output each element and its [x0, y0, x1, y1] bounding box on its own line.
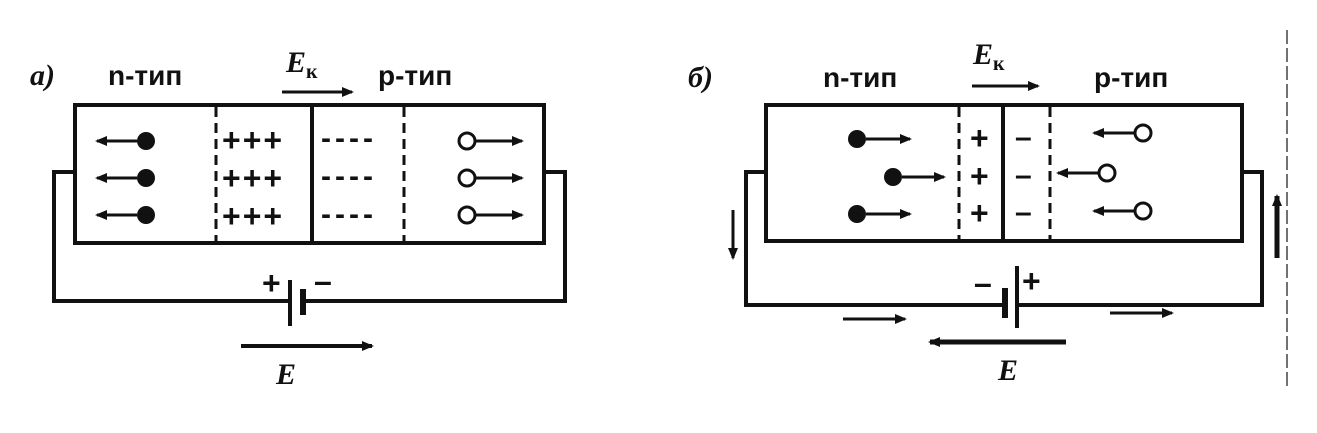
panel-a-p-type-label: p-тип	[378, 60, 452, 91]
panel-b: б) n-тип p-тип Eк + + + – – –	[688, 38, 1282, 387]
panel-a-e-label: E	[275, 358, 296, 391]
panel-b-n-type-label: n-тип	[823, 62, 897, 93]
electron	[848, 205, 866, 223]
panel-b-positive-ions: + + +	[970, 120, 989, 231]
panel-b-p-type-label: p-тип	[1094, 62, 1168, 93]
panel-b-wire-right	[1017, 170, 1264, 307]
panel-a: а) n-тип p-тип Eк +++ +++ +++ ---- ----	[30, 46, 567, 391]
battery-plus-sign: +	[1022, 263, 1041, 299]
panel-a-electrons	[95, 132, 155, 224]
panel-a-wire-right	[302, 170, 567, 303]
panel-b-electrons	[848, 130, 946, 223]
electron	[137, 206, 155, 224]
negative-ion-row: ----	[321, 198, 377, 231]
positive-ion-row: +++	[222, 122, 284, 158]
hole	[457, 131, 477, 151]
electron	[137, 169, 155, 187]
battery-minus-sign: –	[974, 265, 992, 301]
panel-a-n-type-label: n-тип	[108, 60, 182, 91]
negative-ion-row: ----	[321, 160, 377, 193]
panel-a-battery: + –	[262, 263, 332, 326]
positive-ion-row: +++	[222, 198, 284, 234]
electron	[884, 168, 902, 186]
hole	[1133, 201, 1153, 221]
panel-a-wire-left	[52, 170, 290, 303]
hole	[1133, 123, 1153, 143]
panel-b-e-label: E	[997, 354, 1018, 387]
hole	[457, 168, 477, 188]
panel-b-battery: – +	[974, 263, 1041, 328]
negative-ion: –	[1015, 196, 1032, 229]
panel-a-circuit	[52, 170, 567, 303]
electron	[137, 132, 155, 150]
panel-b-tag: б)	[688, 61, 713, 94]
panel-b-wire-left	[744, 170, 1005, 307]
panel-b-ek-label: Eк	[972, 38, 1005, 75]
battery-gap	[1006, 292, 1017, 316]
panel-a-ek-label: Eк	[285, 46, 318, 83]
hole	[1097, 163, 1117, 183]
panel-b-holes	[1056, 123, 1153, 221]
positive-ion-row: +++	[222, 160, 284, 196]
positive-ion: +	[970, 120, 989, 156]
panel-b-negative-ions: – – –	[1015, 121, 1032, 229]
panel-a-positive-ions: +++ +++ +++	[222, 122, 284, 234]
hole	[457, 205, 477, 225]
electron	[848, 130, 866, 148]
panel-a-tag: а)	[30, 59, 55, 92]
battery-gap	[291, 290, 302, 312]
panel-a-holes	[457, 131, 524, 225]
negative-ion: –	[1015, 121, 1032, 154]
positive-ion: +	[970, 195, 989, 231]
panel-a-negative-ions: ---- ---- ----	[321, 122, 377, 231]
positive-ion: +	[970, 158, 989, 194]
battery-plus-sign: +	[262, 265, 281, 301]
panel-b-circuit	[744, 170, 1264, 307]
battery-minus-sign: –	[314, 263, 332, 299]
negative-ion-row: ----	[321, 122, 377, 155]
negative-ion: –	[1015, 159, 1032, 192]
